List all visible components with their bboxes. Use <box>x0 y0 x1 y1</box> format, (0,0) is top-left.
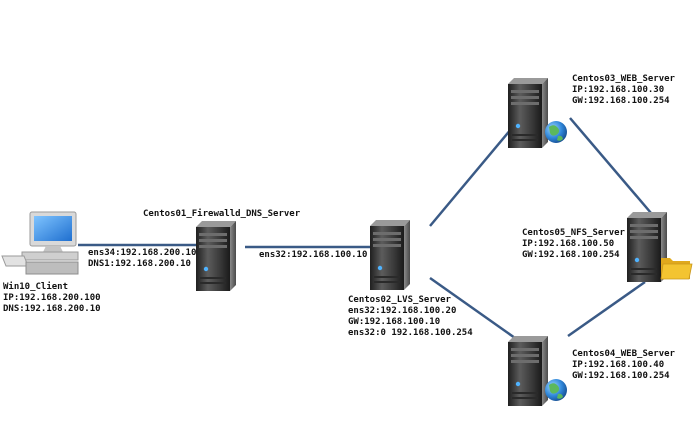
tower-server-icon <box>508 78 548 148</box>
folder-icon <box>660 258 693 280</box>
lvs-ens32-label: ens32:192.168.100.20 <box>348 306 457 316</box>
firewall-ens32-label: ens32:192.168.100.10 <box>259 250 368 260</box>
link-web2-nfs <box>567 280 646 338</box>
web2-name-label: Centos04_WEB_Server <box>572 349 675 359</box>
web1-ip-label: IP:192.168.100.30 <box>572 85 665 95</box>
client-ip-label: IP:192.168.200.100 <box>3 293 101 303</box>
network-links <box>78 115 652 340</box>
web2-gw-label: GW:192.168.100.254 <box>572 371 670 381</box>
desktop-computer-icon <box>1 211 79 275</box>
lvs-name-label: Centos02_LVS_Server <box>348 295 451 305</box>
client-name-label: Win10_Client <box>3 282 69 292</box>
lvs-gw-label: GW:192.168.100.10 <box>348 317 441 327</box>
web2-ip-label: IP:192.168.100.40 <box>572 360 665 370</box>
tower-server-icon <box>196 221 236 291</box>
nfs-gw-label: GW:192.168.100.254 <box>522 250 620 260</box>
nfs-ip-label: IP:192.168.100.50 <box>522 239 615 249</box>
lvs-ens32-0-label: ens32:0 192.168.100.254 <box>348 328 473 338</box>
link-lvs-web1 <box>429 115 523 227</box>
link-lvs-web2 <box>429 276 516 340</box>
link-web1-nfs <box>569 117 652 214</box>
globe-icon <box>545 379 567 401</box>
nfs-name-label: Centos05_NFS_Server <box>522 228 625 238</box>
firewall-dns1-label: DNS1:192.168.200.10 <box>88 259 191 269</box>
tower-server-icon <box>370 220 410 290</box>
firewall-ens34-label: ens34:192.168.200.10 <box>88 248 197 258</box>
firewall-name-label: Centos01_Firewalld_DNS_Server <box>143 209 301 219</box>
web1-name-label: Centos03_WEB_Server <box>572 74 675 84</box>
globe-icon <box>545 121 567 143</box>
tower-server-icon <box>508 336 548 406</box>
client-dns-label: DNS:192.168.200.10 <box>3 304 101 314</box>
web1-gw-label: GW:192.168.100.254 <box>572 96 670 106</box>
